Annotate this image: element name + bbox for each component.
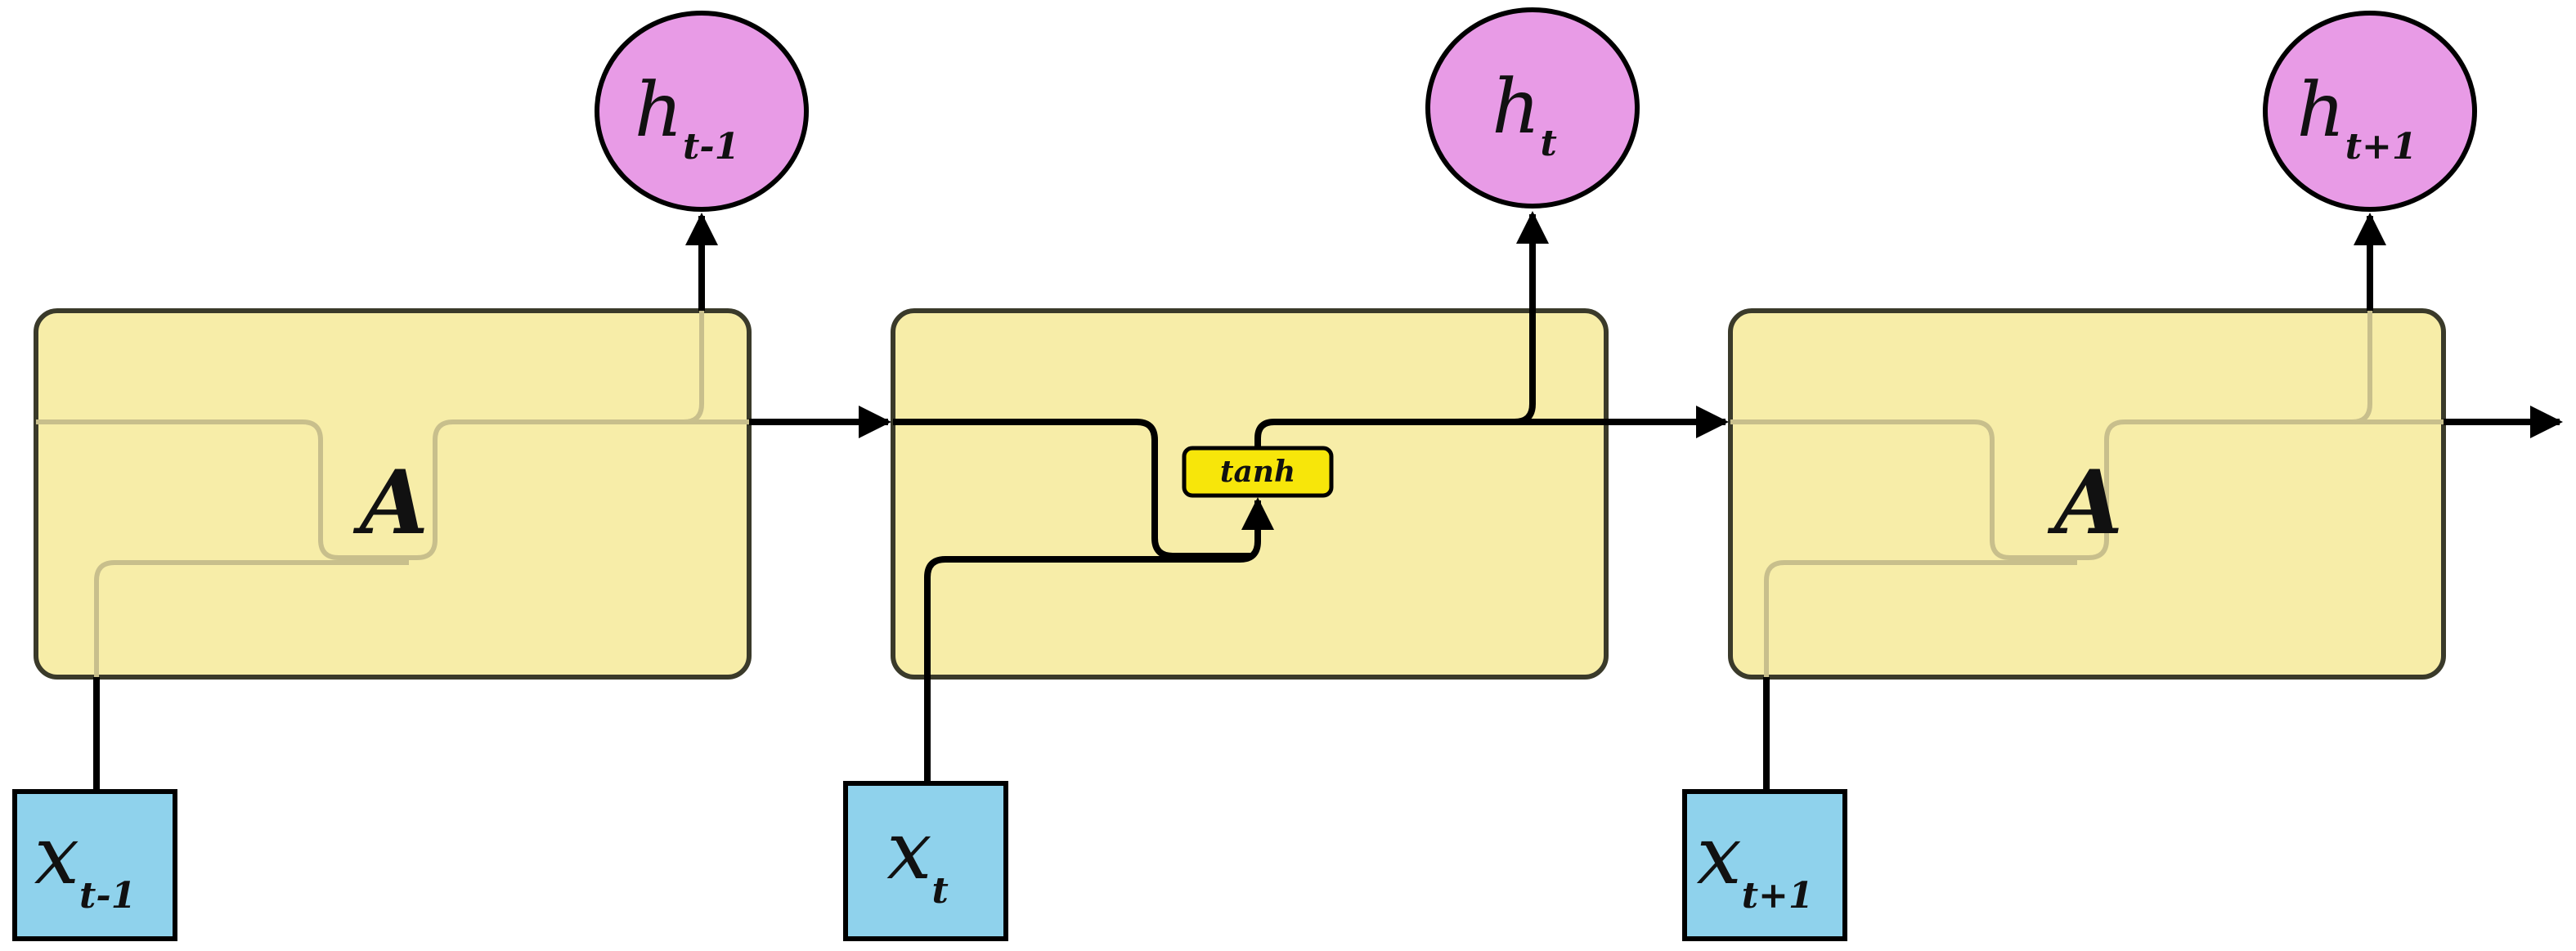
output-1-sub: t-1 [683,126,739,168]
tanh-box [1182,446,1334,498]
input-node-3: xt+1 [1682,789,1847,941]
output-3-base: h [2296,66,2345,154]
input-2-base: x [886,805,931,898]
cell-1-box [34,308,752,680]
output-node-1-circle [595,11,809,212]
cell-1-hidden-path [36,419,749,560]
connections [93,213,2563,792]
input-node-1: xt-1 [12,789,177,941]
svg-text:xt+1: xt+1 [1696,810,1813,917]
cell-2-hidden-in-path [893,419,1251,559]
input-node-1-box [12,789,177,941]
input-node-3-box [1682,789,1847,941]
cell-3-output-path [2351,311,2372,424]
cell-3-label: A [2047,451,2123,554]
input-3-base: x [1696,810,1741,903]
svg-text:ht: ht [1492,63,1557,164]
output-node-2-circle [1425,7,1640,209]
cell-1-label: A [352,451,429,554]
cell-2-input-path [924,497,1274,783]
svg-text:xt: xt [886,805,949,912]
cell-1-input-path [94,560,409,677]
output-3-sub: t+1 [2345,126,2417,168]
cell-2-output-path [1514,211,1549,425]
svg-text:ht+1: ht+1 [2296,66,2417,168]
cell-3-input-path [1764,560,2077,677]
input-node-2-box [843,781,1008,941]
svg-text:xt-1: xt-1 [34,810,136,917]
output-node-2: ht [1425,7,1640,209]
tanh-label: tanh [1220,455,1295,489]
output-node-1: ht-1 [595,11,809,212]
input-node-2: xt [843,781,1008,941]
cell-3-box [1728,308,2446,680]
input-1-base: x [34,810,79,903]
rnn-cell-2: tanh [891,211,1609,783]
output-1-base: h [635,66,683,154]
svg-text:ht-1: ht-1 [635,66,739,168]
output-node-3-circle [2263,11,2477,212]
output-2-sub: t [1540,123,1556,164]
rnn-cell-3: A [1728,308,2446,680]
input-2-sub: t [931,870,948,912]
rnn-cell-1: A [34,308,752,680]
input-3-sub: t+1 [1742,875,1814,917]
output-2-base: h [1492,63,1540,150]
input-1-sub: t-1 [79,875,136,917]
cell-2-tanh-out-path [1254,419,1606,450]
cell-3-hidden-path [1730,419,2444,560]
cell-1-output-path [683,311,704,424]
output-node-3: ht+1 [2263,11,2477,212]
